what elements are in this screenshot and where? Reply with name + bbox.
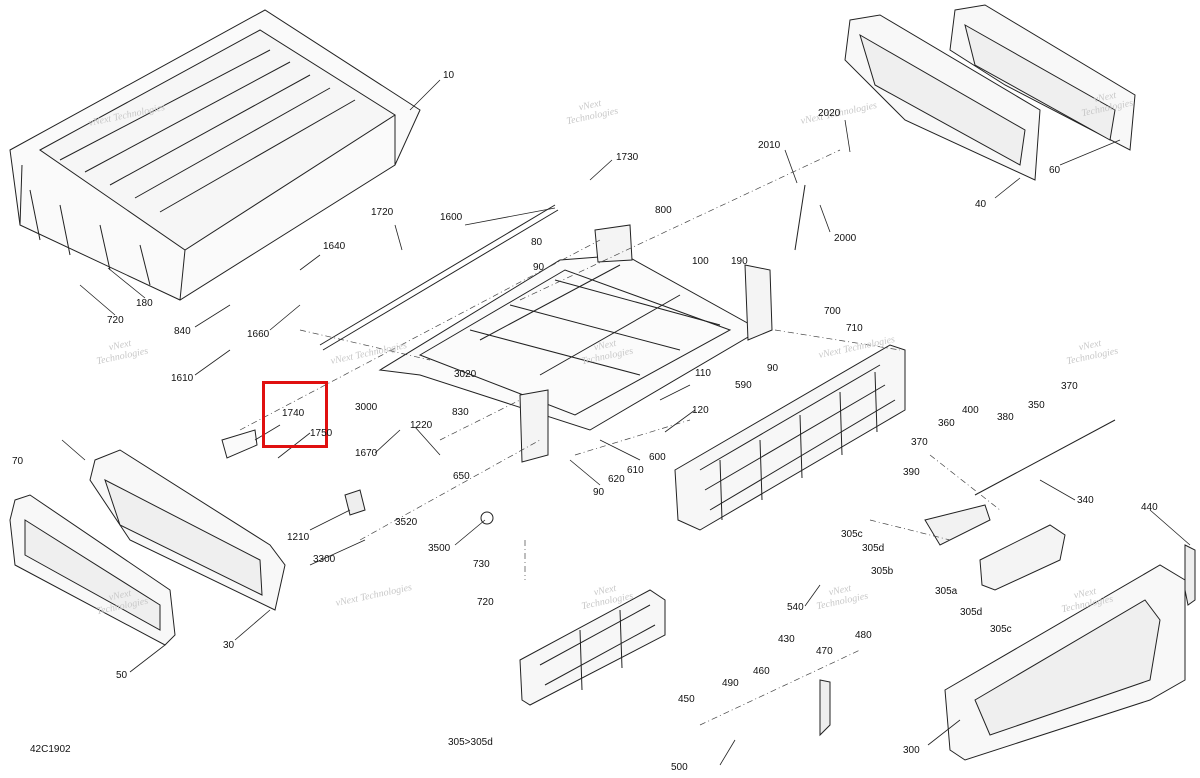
callout-1640[interactable]: 1640 [323, 241, 346, 252]
frame [378, 224, 773, 463]
callout-490[interactable]: 490 [722, 678, 739, 689]
callout-3020[interactable]: 3020 [454, 369, 477, 380]
callout-305-range[interactable]: 305>305d [448, 737, 493, 748]
callout-1610[interactable]: 1610 [171, 373, 194, 384]
callout-305d[interactable]: 305d [862, 543, 885, 554]
callout-710[interactable]: 710 [846, 323, 863, 334]
callout-460[interactable]: 460 [753, 666, 770, 677]
callout-305b[interactable]: 305b [871, 566, 894, 577]
callout-720[interactable]: 720 [107, 315, 124, 326]
callout-leaders [61, 79, 1191, 766]
callout-1210[interactable]: 1210 [287, 532, 310, 543]
callout-840[interactable]: 840 [174, 326, 191, 337]
callout-340[interactable]: 340 [1077, 495, 1094, 506]
lower-grid [519, 589, 666, 706]
callout-440[interactable]: 440 [1141, 502, 1158, 513]
callout-1660[interactable]: 1660 [247, 329, 270, 340]
callout-305c[interactable]: 305c [990, 624, 1012, 635]
callout-390[interactable]: 390 [903, 467, 920, 478]
callout-305c[interactable]: 305c [841, 529, 863, 540]
callout-110[interactable]: 110 [695, 368, 711, 379]
callout-540[interactable]: 540 [787, 602, 804, 613]
leader-lines [239, 149, 1001, 726]
callout-430[interactable]: 430 [778, 634, 795, 645]
callout-480[interactable]: 480 [855, 630, 872, 641]
callout-700[interactable]: 700 [824, 306, 841, 317]
callout-60[interactable]: 60 [1049, 165, 1061, 176]
callout-3520[interactable]: 3520 [395, 517, 418, 528]
callout-610[interactable]: 610 [627, 465, 644, 476]
tailgate-inner [674, 344, 906, 531]
callout-300[interactable]: 300 [903, 745, 920, 756]
callout-450[interactable]: 450 [678, 694, 695, 705]
callout-305d[interactable]: 305d [960, 607, 983, 618]
callout-90[interactable]: 90 [767, 363, 779, 374]
callout-90[interactable]: 90 [533, 262, 545, 273]
callout-120[interactable]: 120 [692, 405, 709, 416]
diagram-code: 42C1902 [30, 744, 71, 755]
callout-370[interactable]: 370 [911, 437, 928, 448]
callout-70[interactable]: 70 [12, 456, 24, 467]
cargo-box [9, 9, 421, 301]
callout-2020[interactable]: 2020 [818, 108, 841, 119]
callout-2010[interactable]: 2010 [758, 140, 781, 151]
callout-730[interactable]: 730 [473, 559, 490, 570]
callout-1220[interactable]: 1220 [410, 420, 433, 431]
callout-1670[interactable]: 1670 [355, 448, 378, 459]
callout-350[interactable]: 350 [1028, 400, 1045, 411]
left-panels [9, 449, 286, 646]
callout-80[interactable]: 80 [531, 237, 543, 248]
callout-305a[interactable]: 305a [935, 586, 958, 597]
small-parts [221, 429, 1196, 737]
callout-50[interactable]: 50 [116, 670, 128, 681]
callout-10[interactable]: 10 [443, 70, 455, 81]
callout-830[interactable]: 830 [452, 407, 469, 418]
callout-1750[interactable]: 1750 [310, 428, 333, 439]
callout-1600[interactable]: 1600 [440, 212, 463, 223]
callout-90[interactable]: 90 [593, 487, 605, 498]
callout-590[interactable]: 590 [735, 380, 752, 391]
side-panels [844, 4, 1136, 181]
callout-500[interactable]: 500 [671, 762, 688, 773]
callout-600[interactable]: 600 [649, 452, 666, 463]
callout-470[interactable]: 470 [816, 646, 833, 657]
callout-180[interactable]: 180 [136, 298, 153, 309]
callout-1730[interactable]: 1730 [616, 152, 639, 163]
callout-3000[interactable]: 3000 [355, 402, 378, 413]
callout-2000[interactable]: 2000 [834, 233, 857, 244]
callout-1740[interactable]: 1740 [282, 408, 305, 419]
callout-30[interactable]: 30 [223, 640, 235, 651]
callout-360[interactable]: 360 [938, 418, 955, 429]
callout-3300[interactable]: 3300 [313, 554, 336, 565]
callout-400[interactable]: 400 [962, 405, 979, 416]
callout-190[interactable]: 190 [731, 256, 748, 267]
tailgate-outer [944, 524, 1186, 761]
callout-1720[interactable]: 1720 [371, 207, 394, 218]
callout-40[interactable]: 40 [975, 199, 987, 210]
callout-720[interactable]: 720 [477, 597, 494, 608]
rods [319, 184, 1116, 496]
callout-3500[interactable]: 3500 [428, 543, 451, 554]
highlight-box [262, 381, 328, 448]
callout-370[interactable]: 370 [1061, 381, 1078, 392]
callout-800[interactable]: 800 [655, 205, 672, 216]
callout-100[interactable]: 100 [692, 256, 709, 267]
callout-620[interactable]: 620 [608, 474, 625, 485]
callout-380[interactable]: 380 [997, 412, 1014, 423]
callout-650[interactable]: 650 [453, 471, 470, 482]
